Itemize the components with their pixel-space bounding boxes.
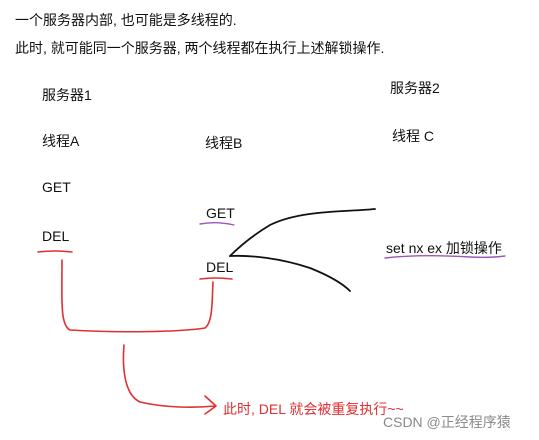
annotation-arrowhead xyxy=(204,395,217,415)
header-line-2: 此时, 就可能同一个服务器, 两个线程都在执行上述解锁操作. xyxy=(15,40,385,56)
thread-a-del: DEL xyxy=(42,228,70,244)
server-1-label: 服务器1 xyxy=(42,87,92,103)
thread-c-to-thread-b-stroke-upper xyxy=(229,208,376,257)
del-connector-line xyxy=(61,259,214,333)
thread-b-get: GET xyxy=(206,205,235,221)
duplicate-del-annotation: 此时, DEL 就会被重复执行~~ xyxy=(223,401,404,417)
thread-b-get-underline xyxy=(199,222,235,226)
thread-c-op: set nx ex 加锁操作 xyxy=(386,240,502,256)
server-2-label: 服务器2 xyxy=(390,80,440,96)
thread-a-del-underline xyxy=(37,250,73,253)
thread-b-del: DEL xyxy=(206,259,234,275)
thread-c-op-underline xyxy=(384,255,506,259)
thread-c-to-thread-b-stroke-lower xyxy=(229,254,351,292)
thread-c-label: 线程 C xyxy=(392,128,434,144)
header-line-1: 一个服务器内部, 也可能是多线程的. xyxy=(15,12,237,28)
annotation-arrow-line xyxy=(122,344,216,408)
thread-a-get: GET xyxy=(42,179,71,195)
thread-b-label: 线程B xyxy=(205,135,243,151)
csdn-watermark: CSDN @正经程序猿 xyxy=(383,414,511,430)
thread-a-label: 线程A xyxy=(42,133,80,149)
thread-b-del-underline xyxy=(199,277,233,280)
